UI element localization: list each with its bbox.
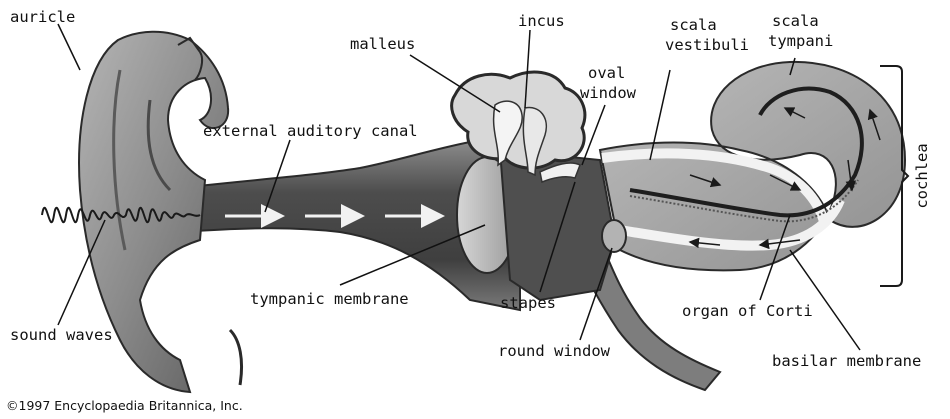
cochlea-shape	[600, 62, 905, 270]
malleus-label: malleus	[350, 35, 415, 53]
scala-tympani-label-line2: tympani	[768, 32, 833, 50]
external-auditory-canal-label: external auditory canal	[203, 122, 418, 140]
oval-window-label-line2: window	[580, 84, 636, 102]
scala-tympani-label-line1: scala	[772, 12, 819, 30]
scala-vestibuli-label-line1: scala	[670, 16, 717, 34]
scala-vestibuli-label-line2: vestibuli	[665, 36, 749, 54]
round-window-label: round window	[498, 342, 610, 360]
basilar-membrane-label: basilar membrane	[772, 352, 921, 370]
tympanic-membrane-label: tympanic membrane	[250, 290, 409, 308]
oval-window-label-line1: oval	[588, 64, 625, 82]
cochlea-label: cochlea	[913, 143, 931, 208]
round-window-shape	[602, 220, 626, 252]
copyright-notice: ©1997 Encyclopaedia Britannica, Inc.	[6, 398, 243, 413]
organ-of-corti-label: organ of Corti	[682, 302, 813, 320]
incus-label: incus	[518, 12, 565, 30]
stapes-label: stapes	[500, 294, 556, 312]
sound-waves-label: sound waves	[10, 326, 113, 344]
auricle-label: auricle	[10, 8, 75, 26]
